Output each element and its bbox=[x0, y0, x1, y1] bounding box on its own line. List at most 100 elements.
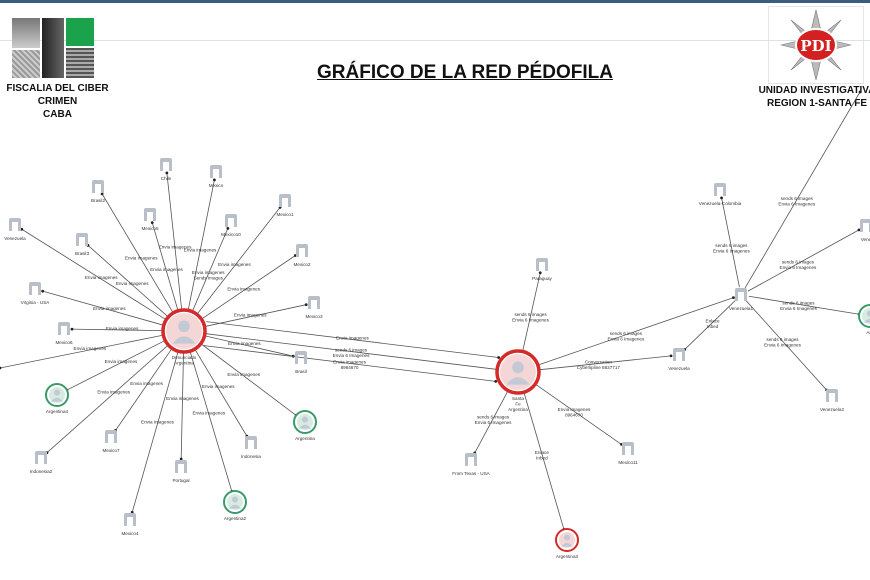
node-venezuelaB: Venezuela bbox=[668, 348, 690, 371]
edge-label: Envia imagenes bbox=[228, 341, 261, 346]
node-label: Argentina3 bbox=[556, 554, 579, 559]
node-mexico10: Mexico10 bbox=[221, 214, 241, 237]
edge-line bbox=[537, 297, 734, 366]
left-org-line1: FISCALIA DEL CIBER CRIMEN bbox=[6, 83, 109, 107]
unknown-person-icon bbox=[29, 282, 41, 295]
left-org-line2: CABA bbox=[43, 109, 72, 120]
edge-label-line: Envia imagenes bbox=[125, 255, 158, 260]
edge-label: Envia imagenes bbox=[336, 336, 369, 341]
right-org-line2: REGION 1-SANTA FE bbox=[766, 98, 867, 109]
edge-line bbox=[115, 348, 173, 431]
node-label: Venezuela bbox=[668, 366, 690, 371]
edge-line bbox=[87, 245, 169, 318]
edge-label-line: 8964670 bbox=[341, 365, 359, 370]
node-venezuela2: Venezuela2 bbox=[820, 389, 844, 412]
node-label: Argentina bbox=[295, 436, 315, 441]
person-icon-body bbox=[863, 318, 870, 323]
edge-line bbox=[721, 197, 740, 288]
edge-line bbox=[744, 91, 861, 289]
arrowhead bbox=[304, 303, 308, 307]
unknown-person-icon bbox=[245, 436, 257, 449]
edge-label-line: Envia imagenes bbox=[234, 313, 267, 318]
edge-label-line: Enlace bbox=[535, 450, 549, 455]
node-mexico7: Mexico7 bbox=[102, 430, 120, 453]
node-label-line: Denunciado bbox=[172, 355, 197, 360]
arrowhead bbox=[226, 226, 230, 230]
node-label: Mexico2 bbox=[293, 262, 311, 267]
node-label: Indonesia2 bbox=[30, 469, 53, 474]
node-mexico3: Mexico3 bbox=[305, 296, 323, 319]
edge-label: Envia imagenes bbox=[227, 287, 260, 292]
arrowhead bbox=[213, 178, 216, 182]
node-indonesia2: Indonesia2 bbox=[30, 451, 53, 474]
edge-label: Envia imagenes bbox=[97, 389, 130, 394]
edge-label-line: 8964670 bbox=[565, 413, 583, 418]
arrowhead bbox=[732, 296, 735, 300]
edge-line bbox=[196, 207, 281, 315]
edge-label-line: Envia 6 Imagenes bbox=[512, 318, 549, 323]
edge-line bbox=[204, 335, 294, 357]
edge-line bbox=[21, 228, 167, 321]
edge-label-line: Envia imagenes bbox=[218, 262, 251, 267]
edge-label-line: sends 6 images bbox=[610, 331, 643, 336]
edge-label-line: Envia imagenes bbox=[228, 341, 261, 346]
edge-label-line: Envia Imagenes bbox=[141, 420, 175, 425]
arrowhead bbox=[41, 289, 45, 293]
pdi-logo: PDI bbox=[768, 6, 864, 84]
edge-line bbox=[747, 229, 860, 292]
edge-label: Envia imagenes bbox=[192, 410, 225, 415]
edge-label-line: Enlace bbox=[706, 319, 720, 324]
node-colombia: Venezuela-Colombia bbox=[699, 183, 742, 206]
node-brasil2: Brasil2 bbox=[91, 180, 105, 203]
node-label: From Texas - USA bbox=[452, 471, 490, 476]
node-label: Mexico3 bbox=[305, 314, 323, 319]
edge-line bbox=[534, 383, 622, 445]
right-org-name: UNIDAD INVESTIGATIVA REGION 1-SANTA FE bbox=[752, 84, 870, 110]
edge-label-line: sends 6 images bbox=[782, 300, 815, 305]
edge-label-line: Inbed bbox=[707, 324, 719, 329]
arrowhead bbox=[0, 366, 2, 370]
node-paraguay: Paraguay bbox=[532, 258, 553, 281]
edge-label: Envia imagenes bbox=[227, 372, 260, 377]
edge-label-line: sends 6 images bbox=[782, 260, 815, 265]
edge-line bbox=[166, 172, 183, 311]
node-mexico6: Mexico6 bbox=[55, 322, 73, 345]
unknown-person-icon bbox=[225, 214, 237, 227]
edge-line bbox=[187, 179, 215, 311]
edge-label: Envia imagenes bbox=[218, 262, 251, 267]
edge-label: Envia imagenes bbox=[234, 313, 267, 318]
header-divider bbox=[0, 40, 870, 41]
node-label: Paraguay bbox=[532, 276, 552, 281]
edge-line bbox=[206, 321, 499, 358]
node-label: Portugal bbox=[172, 478, 189, 483]
edge-label-line: sends 6 images bbox=[514, 312, 547, 317]
person-icon-body bbox=[298, 424, 312, 429]
node-venezuelaL: Venezuela bbox=[4, 218, 26, 241]
node-label: Mexico11 bbox=[618, 460, 638, 465]
person-icon-body bbox=[228, 504, 242, 509]
unknown-person-icon bbox=[673, 348, 685, 361]
unknown-person-icon bbox=[308, 296, 320, 309]
edge-line bbox=[131, 351, 179, 513]
person-icon-body bbox=[50, 397, 64, 402]
edge-label: Envia Imagenes bbox=[141, 420, 175, 425]
unknown-person-icon bbox=[144, 208, 156, 221]
unknown-person-icon bbox=[124, 513, 136, 526]
person-icon-body bbox=[506, 377, 530, 385]
arrowhead bbox=[165, 171, 169, 175]
node-label: Arg bbox=[866, 330, 870, 335]
node-brasil3: Brasil3 bbox=[75, 233, 89, 256]
edge-label-line: Envia 6 Imagenes bbox=[780, 265, 817, 270]
edge-label: Envia imagenes bbox=[159, 244, 192, 249]
left-org-name: FISCALIA DEL CIBER CRIMEN CABA bbox=[0, 82, 115, 121]
edge-label: Envia imagenes bbox=[150, 267, 183, 272]
